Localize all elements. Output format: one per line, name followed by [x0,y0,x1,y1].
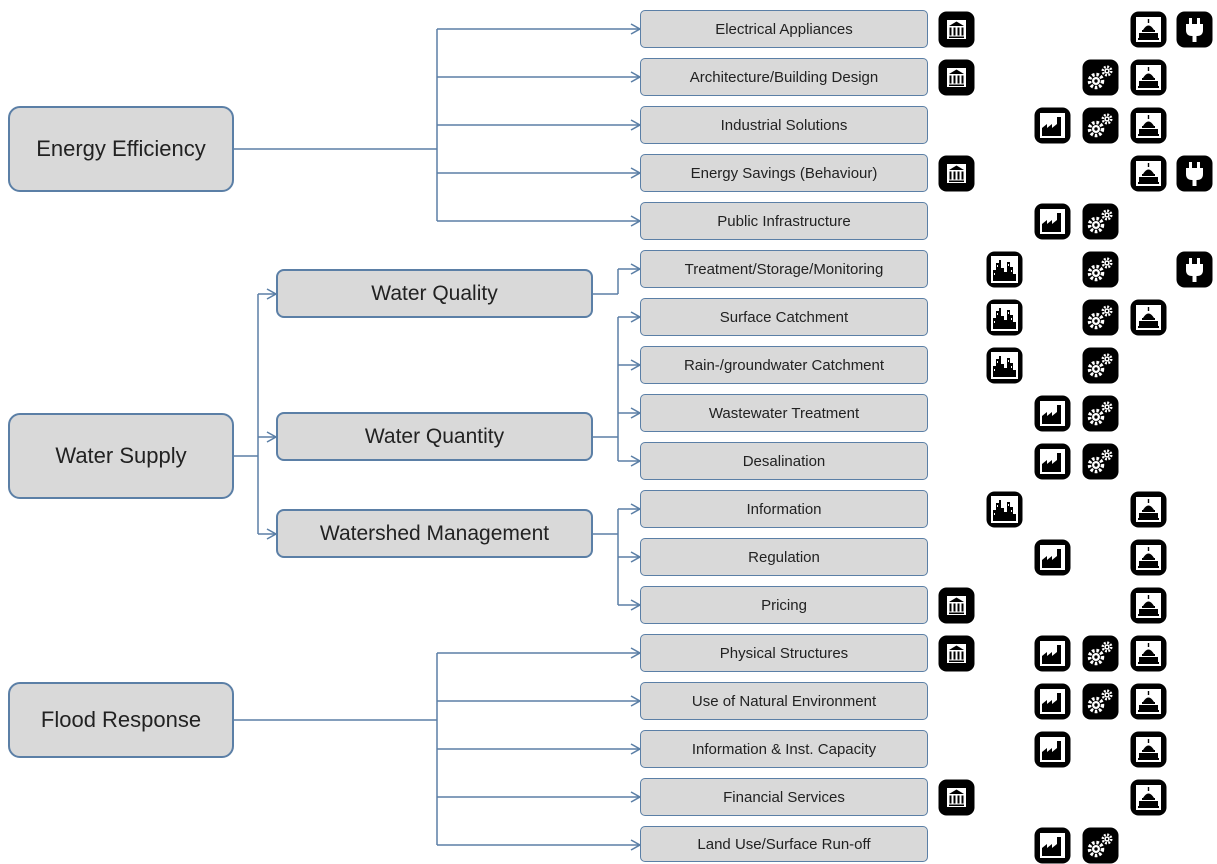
item-label: Financial Services [723,788,845,806]
bank-icon [938,59,975,96]
bank-icon [938,11,975,48]
city-skyline-icon [986,251,1023,288]
factory-icon [1034,203,1071,240]
factory-icon [1034,539,1071,576]
gears-icon [1082,827,1119,864]
gears-icon [1082,395,1119,432]
gears-icon [1082,635,1119,672]
item-pricing: Pricing [640,586,928,624]
capitol-icon [1130,155,1167,192]
city-skyline-icon [986,491,1023,528]
item-rain-groundwater-catchment: Rain-/groundwater Catchment [640,346,928,384]
item-use-of-natural-environment: Use of Natural Environment [640,682,928,720]
item-regulation: Regulation [640,538,928,576]
item-label: Information [746,500,822,518]
item-label: Use of Natural Environment [691,692,877,710]
capitol-icon [1130,11,1167,48]
item-label: Information & Inst. Capacity [691,740,877,758]
item-public-infrastructure: Public Infrastructure [640,202,928,240]
item-label: Physical Structures [719,644,849,662]
item-financial-services: Financial Services [640,778,928,816]
capitol-icon [1130,107,1167,144]
power-plug-icon [1176,11,1213,48]
capitol-icon [1130,779,1167,816]
item-label: Wastewater Treatment [708,404,860,422]
factory-icon [1034,635,1071,672]
item-desalination: Desalination [640,442,928,480]
power-plug-icon [1176,155,1213,192]
item-label: Energy Savings (Behaviour) [690,164,878,182]
item-label: Land Use/Surface Run-off [697,835,871,853]
gears-icon [1082,443,1119,480]
capitol-icon [1130,491,1167,528]
item-label: Treatment/Storage/Monitoring [684,260,884,278]
gears-icon [1082,203,1119,240]
factory-icon [1034,731,1071,768]
category-label: Water Supply [55,443,187,468]
gears-icon [1082,299,1119,336]
subgroup-water-quality: Water Quality [276,269,593,318]
item-label: Architecture/Building Design [689,68,879,86]
item-label: Desalination [742,452,826,470]
item-treatment-storage-monitoring: Treatment/Storage/Monitoring [640,250,928,288]
category-label: Energy Efficiency [36,136,206,161]
item-label: Pricing [761,596,807,614]
item-surface-catchment: Surface Catchment [640,298,928,336]
city-skyline-icon [986,299,1023,336]
gears-icon [1082,683,1119,720]
subgroup-water-quantity: Water Quantity [276,412,593,461]
gears-icon [1082,347,1119,384]
capitol-icon [1130,683,1167,720]
subgroup-label: Watershed Management [319,521,550,545]
capitol-icon [1130,59,1167,96]
capitol-icon [1130,635,1167,672]
item-information: Information [640,490,928,528]
category-energy-efficiency: Energy Efficiency [8,106,234,192]
factory-icon [1034,827,1071,864]
item-industrial-solutions: Industrial Solutions [640,106,928,144]
item-wastewater-treatment: Wastewater Treatment [640,394,928,432]
gears-icon [1082,107,1119,144]
capitol-icon [1130,299,1167,336]
subgroup-label: Water Quantity [364,424,505,448]
category-flood-response: Flood Response [8,682,234,758]
subgroup-label: Water Quality [371,281,498,305]
power-plug-icon [1176,251,1213,288]
item-label: Regulation [748,548,820,566]
item-information-inst-capacity: Information & Inst. Capacity [640,730,928,768]
bank-icon [938,635,975,672]
item-land-use-surface-run-off: Land Use/Surface Run-off [640,826,928,862]
capitol-icon [1130,587,1167,624]
city-skyline-icon [986,347,1023,384]
factory-icon [1034,395,1071,432]
item-label: Rain-/groundwater Catchment [683,356,885,374]
bank-icon [938,587,975,624]
item-physical-structures: Physical Structures [640,634,928,672]
capitol-icon [1130,539,1167,576]
item-label: Surface Catchment [719,308,849,326]
item-label: Public Infrastructure [717,212,851,230]
item-architecture-building-design: Architecture/Building Design [640,58,928,96]
item-electrical-appliances: Electrical Appliances [640,10,928,48]
item-label: Electrical Appliances [715,20,853,38]
category-water-supply: Water Supply [8,413,234,499]
category-label: Flood Response [40,707,202,732]
factory-icon [1034,683,1071,720]
item-energy-savings-behaviour: Energy Savings (Behaviour) [640,154,928,192]
gears-icon [1082,59,1119,96]
bank-icon [938,779,975,816]
item-label: Industrial Solutions [720,116,848,134]
capitol-icon [1130,731,1167,768]
factory-icon [1034,443,1071,480]
gears-icon [1082,251,1119,288]
factory-icon [1034,107,1071,144]
bank-icon [938,155,975,192]
subgroup-watershed-management: Watershed Management [276,509,593,558]
